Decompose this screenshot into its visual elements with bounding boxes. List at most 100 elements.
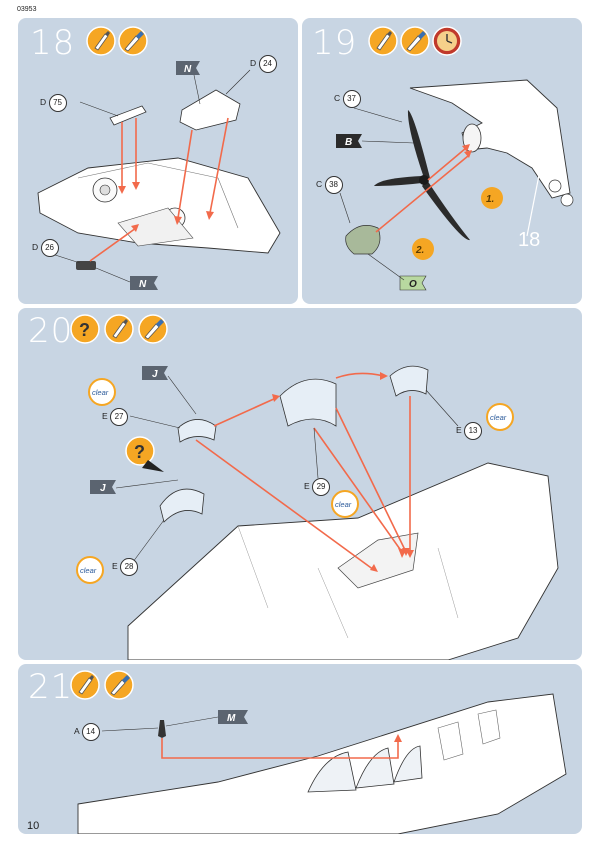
assembly-arrows bbox=[89, 117, 229, 262]
callout-e13: E 13 bbox=[456, 422, 483, 440]
part-d24-shape bbox=[179, 89, 241, 131]
callout-letter: E bbox=[102, 411, 108, 421]
clock-icon bbox=[432, 26, 462, 56]
flag-j-top: J bbox=[142, 366, 168, 380]
step-19-illustration: 1. 2. B O 18 bbox=[336, 79, 574, 291]
svg-text:clear: clear bbox=[92, 388, 109, 397]
clear-badge-4: clear bbox=[486, 403, 514, 431]
canopy-e13-shape bbox=[389, 365, 429, 397]
fuselage-shape bbox=[77, 693, 567, 834]
callout-letter: C bbox=[316, 179, 323, 189]
flag-m: M bbox=[218, 710, 248, 724]
svg-text:M: M bbox=[227, 713, 236, 724]
paint-icon bbox=[138, 314, 168, 344]
part-number-bubble: 38 bbox=[324, 176, 343, 194]
svg-text:?: ? bbox=[79, 320, 90, 340]
callout-letter: E bbox=[112, 561, 118, 571]
paint-icon bbox=[104, 670, 134, 700]
part-number-bubble: 75 bbox=[48, 94, 67, 112]
part-number-bubble: 24 bbox=[258, 55, 277, 73]
fuselage-nose-shape bbox=[409, 79, 571, 199]
svg-text:clear: clear bbox=[335, 500, 352, 509]
callout-c38: C 38 bbox=[316, 176, 343, 194]
canopy-e27-shape bbox=[177, 419, 217, 443]
flag-b: B bbox=[336, 134, 362, 148]
callout-e29: E 29 bbox=[304, 478, 331, 496]
callout-c37: C 37 bbox=[334, 90, 361, 108]
product-code: 03953 bbox=[17, 6, 37, 13]
fuselage-shape bbox=[127, 462, 559, 660]
paint-icon bbox=[400, 26, 430, 56]
svg-text:O: O bbox=[409, 279, 417, 290]
step-number: 19 bbox=[312, 23, 358, 63]
callout-letter: D bbox=[250, 58, 257, 68]
svg-text:?: ? bbox=[134, 442, 145, 462]
option-icon: ? bbox=[70, 314, 100, 344]
callout-a14: A 14 bbox=[74, 723, 100, 741]
part-d26-shape bbox=[76, 261, 96, 270]
canopy-e28-shape bbox=[159, 488, 205, 523]
part-number-bubble: 28 bbox=[120, 558, 139, 576]
flag-n-top: N bbox=[176, 61, 200, 75]
svg-text:clear: clear bbox=[490, 413, 507, 422]
flag-o: O bbox=[399, 275, 427, 291]
order-badge-1: 1. bbox=[481, 187, 503, 209]
step-18-panel: 18 bbox=[18, 18, 298, 304]
glue-icon bbox=[368, 26, 398, 56]
clear-badge-1: clear bbox=[88, 378, 116, 406]
part-d75-shape bbox=[109, 105, 147, 126]
step-20-illustration: J J ? clear clear clear clear bbox=[76, 365, 559, 660]
callout-letter: E bbox=[304, 481, 310, 491]
part-number-bubble: 37 bbox=[342, 90, 361, 108]
propeller-shape bbox=[374, 110, 470, 241]
option-marker-icon: ? bbox=[125, 436, 164, 472]
step-18-illustration: N N bbox=[37, 61, 281, 290]
svg-text:N: N bbox=[139, 279, 147, 290]
part-number-bubble: 26 bbox=[40, 239, 59, 257]
svg-text:B: B bbox=[345, 137, 352, 148]
callout-d75: D 75 bbox=[40, 94, 67, 112]
part-number-bubble: 14 bbox=[81, 723, 100, 741]
callout-e28: E 28 bbox=[112, 558, 139, 576]
glue-icon bbox=[86, 26, 116, 56]
callout-d24: D 24 bbox=[250, 55, 277, 73]
callout-letter: D bbox=[40, 97, 47, 107]
step-number: 21 bbox=[28, 667, 74, 707]
glue-icon bbox=[70, 670, 100, 700]
callout-letter: C bbox=[334, 93, 341, 103]
svg-text:1.: 1. bbox=[486, 194, 494, 205]
callout-d26: D 26 bbox=[32, 239, 59, 257]
step-19-panel: 19 bbox=[302, 18, 582, 304]
clear-badge-3: clear bbox=[331, 490, 359, 518]
step-number: 20 bbox=[28, 311, 74, 351]
step-20-panel: 20 ? bbox=[18, 308, 582, 660]
svg-text:J: J bbox=[152, 369, 158, 380]
callout-letter: D bbox=[32, 242, 39, 252]
svg-text:clear: clear bbox=[80, 566, 97, 575]
callout-letter: A bbox=[74, 726, 80, 736]
part-number-bubble: 29 bbox=[312, 478, 331, 496]
page-number: 10 bbox=[27, 820, 40, 832]
assembly-arrows bbox=[375, 147, 469, 233]
part-number-bubble: 13 bbox=[464, 422, 483, 440]
svg-text:2.: 2. bbox=[415, 245, 424, 256]
step-21-illustration: M bbox=[77, 693, 567, 834]
callout-e27: E 27 bbox=[102, 408, 129, 426]
clear-badge-2: clear bbox=[76, 556, 104, 584]
canopy-e29-shape bbox=[279, 378, 337, 427]
assembly-arrows bbox=[195, 372, 411, 571]
svg-text:J: J bbox=[100, 483, 106, 494]
step-21-panel: 21 M A 14 bbox=[18, 664, 582, 834]
step-number: 18 bbox=[30, 23, 76, 63]
glue-icon bbox=[104, 314, 134, 344]
assembly-arrow bbox=[161, 738, 399, 759]
spinner-shape bbox=[345, 225, 381, 255]
order-badge-2: 2. bbox=[412, 238, 434, 260]
paint-icon bbox=[118, 26, 148, 56]
callout-letter: E bbox=[456, 425, 462, 435]
flag-n-bottom: N bbox=[130, 276, 158, 290]
flag-j-bottom: J bbox=[90, 480, 116, 494]
part-a14-shape bbox=[158, 720, 166, 738]
part-number-bubble: 27 bbox=[110, 408, 129, 426]
reference-step-label: 18 bbox=[518, 229, 540, 251]
